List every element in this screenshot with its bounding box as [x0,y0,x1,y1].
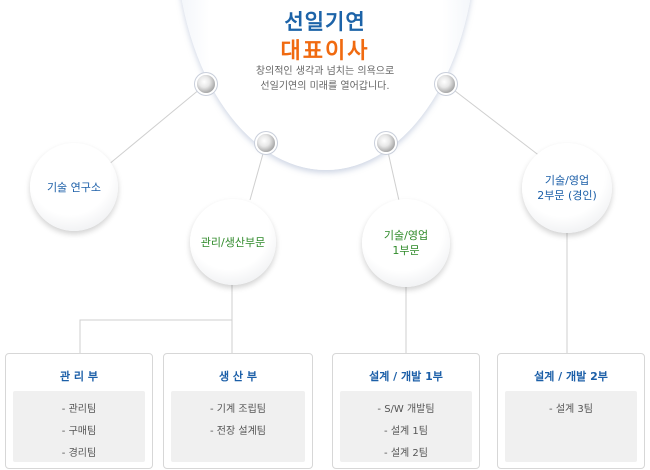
team-item: - S/W 개발팀 [377,404,435,415]
description-line-2: 선일기연의 미래를 열어갑니다. [260,81,390,92]
team-item: - 설계 1팀 [384,426,428,437]
department-card-admin: 관 리 부 - 관리팀 - 구매팀 - 경리팀 [5,353,153,469]
team-list-panel: - 관리팀 - 구매팀 - 경리팀 [13,391,145,462]
department-title: 설계 / 개발 2부 [534,370,608,383]
connector-dot-icon [257,134,275,152]
department-card-production: 생 산 부 - 기계 조립팀 - 전장 설계팀 [163,353,313,469]
ceo-description: 창의적인 생각과 넘치는 의욕으로 선일기연의 미래를 열어갑니다. [0,64,650,94]
connector-dot-icon [377,134,395,152]
team-list-panel: - 기계 조립팀 - 전장 설계팀 [171,391,305,462]
team-item: - 관리팀 [61,404,97,415]
department-title: 관 리 부 [59,370,99,383]
team-item: - 경리팀 [61,448,97,459]
division-label: 기술 연구소 [46,180,102,194]
team-item: - 설계 3팀 [549,404,593,415]
department-card-design-dev-2: 설계 / 개발 2부 - 설계 3팀 [497,353,645,469]
division-tech-sales-2[interactable]: 기술/영업 2부문 (경인) [522,143,612,233]
team-list-panel: - 설계 3팀 [505,391,637,462]
connector-dot-icon [437,75,455,93]
division-label: 관리/생산부문 [200,235,266,249]
team-list-panel: - S/W 개발팀 - 설계 1팀 - 설계 2팀 [340,391,472,462]
team-item: - 설계 2팀 [384,448,428,459]
division-research[interactable]: 기술 연구소 [30,143,118,231]
division-admin-production[interactable]: 관리/생산부문 [190,199,276,285]
company-name: 선일기연 [284,10,366,34]
connector-dot-icon [197,75,215,93]
ceo-title: 대표이사 [280,39,370,64]
team-item: - 구매팀 [61,426,97,437]
team-item: - 전장 설계팀 [210,426,266,437]
division-label: 2부문 (경인) [537,189,597,202]
division-label: 1부문 [392,244,420,257]
division-tech-sales-1[interactable]: 기술/영업 1부문 [362,199,450,287]
team-item: - 기계 조립팀 [210,404,266,415]
description-line-1: 창의적인 생각과 넘치는 의욕으로 [255,66,395,77]
department-title: 생 산 부 [218,370,258,383]
department-title: 설계 / 개발 1부 [369,370,443,383]
division-label: 기술/영업 [383,229,429,242]
division-label: 기술/영업 [544,174,590,187]
department-card-design-dev-1: 설계 / 개발 1부 - S/W 개발팀 - 설계 1팀 - 설계 2팀 [332,353,480,469]
